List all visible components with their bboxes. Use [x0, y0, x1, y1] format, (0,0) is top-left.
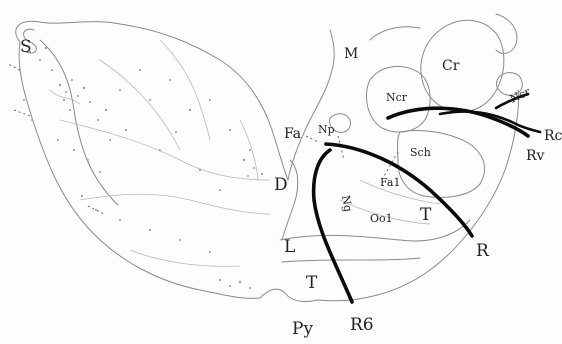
label-py: Py	[292, 319, 313, 339]
label-l: L	[284, 237, 295, 257]
label-sch: Sch	[410, 146, 431, 159]
label-cr: Cr	[442, 58, 460, 74]
label-np: Np	[318, 123, 335, 136]
stipple-dots	[23, 47, 263, 289]
label-fa: Fa	[284, 126, 301, 142]
label-ng: Ng	[339, 194, 355, 213]
tract-r	[326, 144, 472, 236]
label-r6: R6	[350, 315, 374, 335]
label-rc: Rc	[544, 128, 562, 144]
left-tissue-mass	[8, 21, 318, 301]
tract-r6	[314, 150, 352, 302]
label-rv: Rv	[526, 148, 545, 164]
label-ncr: Ncr	[386, 91, 408, 104]
label-t-right: T	[420, 205, 432, 225]
label-fa1: Fa1	[380, 176, 400, 189]
label-ncr-upper: Ncr	[508, 85, 533, 106]
label-t-lower: T	[306, 273, 318, 293]
label-m: M	[344, 46, 358, 62]
diagram-labels: S M Cr Ncr Ncr Sch Fa Np Ng Fa1 Oo1 T T …	[20, 37, 562, 339]
label-s: S	[20, 37, 32, 57]
tract-rc	[440, 112, 540, 132]
label-oo: Oo1	[370, 212, 393, 225]
label-d: D	[274, 175, 288, 195]
label-r: R	[476, 241, 490, 261]
